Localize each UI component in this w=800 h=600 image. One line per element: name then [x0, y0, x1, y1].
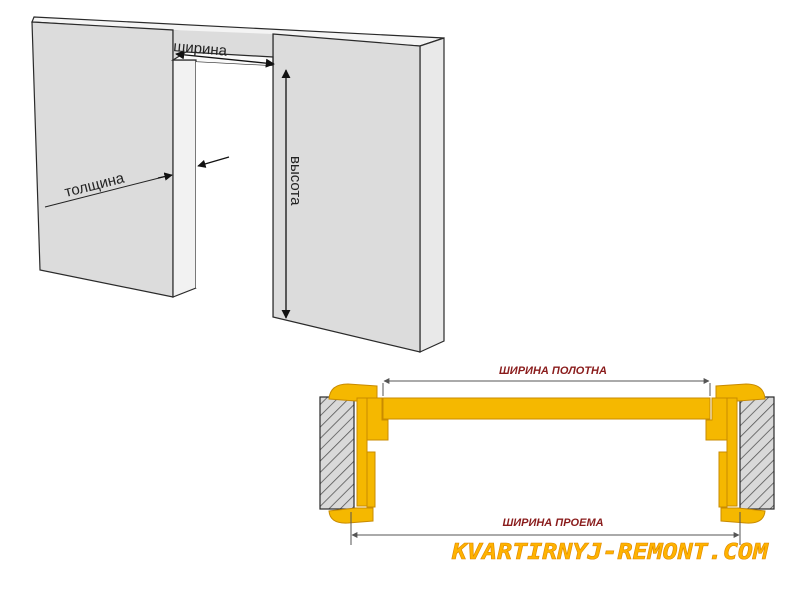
jamb-left [356, 397, 368, 507]
opening [196, 62, 273, 317]
wall-diagram: ширина толщина высота [31, 16, 445, 353]
width-arrow [175, 50, 275, 68]
jamb-right [726, 397, 738, 507]
thickness-arrow-left [157, 172, 173, 181]
casing-top-left [328, 383, 378, 402]
opening-jamb [172, 59, 197, 298]
wall-section-right [739, 396, 775, 510]
width-label: ширина [173, 38, 229, 60]
wall-side-face [419, 37, 445, 353]
casing-bottom-right [720, 507, 766, 524]
leaf-width-label: ШИРИНА ПОЛОТНА [499, 365, 607, 377]
frame-diagram: ШИРИНА ПОЛОТНА ШИРИНА ПРОЕМА [319, 365, 775, 545]
opening-width-label: ШИРИНА ПРОЕМА [502, 517, 603, 529]
door-leaf [382, 397, 711, 420]
casing-top-right [715, 383, 766, 402]
height-label: высота [287, 156, 304, 206]
stop-left [366, 397, 389, 441]
wall-section-left [319, 396, 355, 510]
watermark: KVARTIRNYJ-REMONT.COM [451, 540, 769, 565]
stop-right [705, 397, 728, 441]
thickness-leader [44, 175, 168, 208]
wall-front-left [31, 21, 174, 298]
thickness-arrow-right [197, 156, 230, 168]
